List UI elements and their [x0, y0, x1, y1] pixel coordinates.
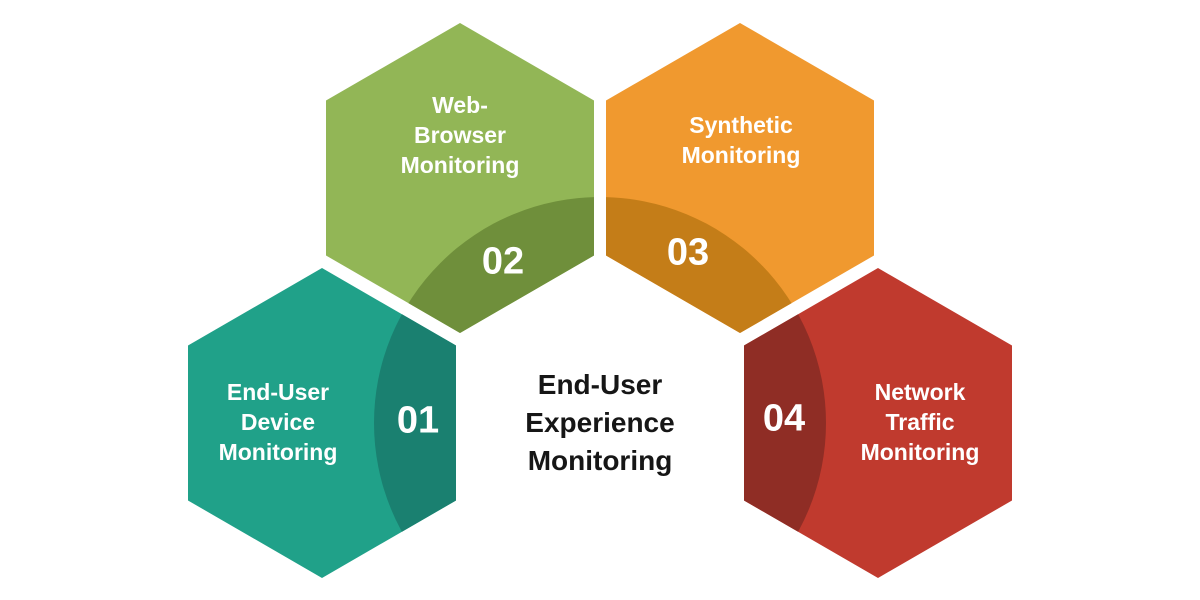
hexagon-web-browser [326, 23, 594, 333]
hexagon-network-traffic [744, 268, 1012, 578]
hexagon-02-circle-overlap [374, 197, 594, 333]
hexagon-end-user-device [188, 268, 456, 578]
hexagon-synthetic [606, 23, 874, 333]
hexagon-03-circle-overlap [606, 197, 826, 333]
